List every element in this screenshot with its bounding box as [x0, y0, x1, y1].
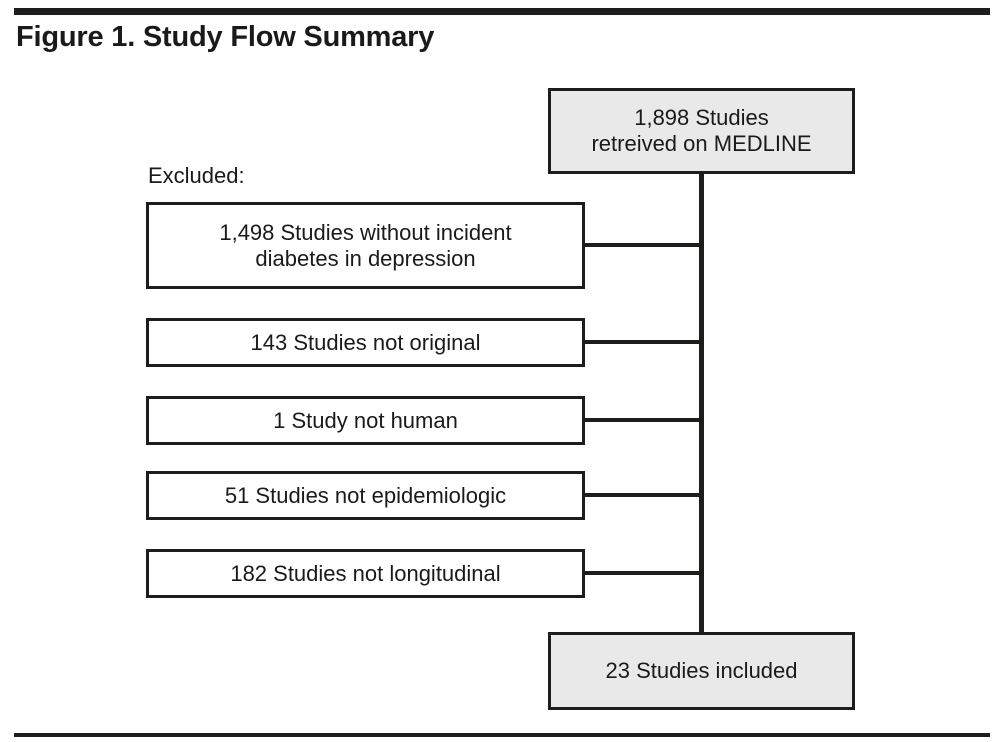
- node-excluded-not-longitudinal-text: 182 Studies not longitudinal: [230, 560, 501, 586]
- node-excluded-not-original-text: 143 Studies not original: [250, 329, 481, 355]
- bottom-divider-rule: [14, 733, 990, 737]
- top-divider-rule: [14, 8, 990, 15]
- connector-branch-2: [585, 340, 701, 344]
- node-excluded-not-human: 1 Study not human: [146, 396, 585, 445]
- connector-branch-4: [585, 493, 701, 497]
- node-studies-retrieved: 1,898 Studies retreived on MEDLINE: [548, 88, 855, 174]
- node-excluded-not-longitudinal: 182 Studies not longitudinal: [146, 549, 585, 598]
- connector-branch-1: [585, 243, 701, 247]
- excluded-label: Excluded:: [148, 163, 245, 188]
- connector-spine-vertical: [699, 171, 704, 634]
- node-excluded-not-epidemiologic: 51 Studies not epidemiologic: [146, 471, 585, 520]
- node-studies-included: 23 Studies included: [548, 632, 855, 710]
- node-excluded-no-incident-diabetes-text: 1,498 Studies without incident diabetes …: [219, 219, 512, 271]
- figure-title: Figure 1. Study Flow Summary: [16, 21, 435, 53]
- node-studies-retrieved-text: 1,898 Studies retreived on MEDLINE: [591, 105, 812, 156]
- node-excluded-not-epidemiologic-text: 51 Studies not epidemiologic: [224, 482, 507, 508]
- node-studies-included-text: 23 Studies included: [605, 658, 798, 684]
- node-excluded-not-human-text: 1 Study not human: [273, 407, 458, 433]
- connector-branch-3: [585, 418, 701, 422]
- connector-branch-5: [585, 571, 701, 575]
- node-excluded-no-incident-diabetes: 1,498 Studies without incident diabetes …: [146, 202, 585, 289]
- node-excluded-not-original: 143 Studies not original: [146, 318, 585, 367]
